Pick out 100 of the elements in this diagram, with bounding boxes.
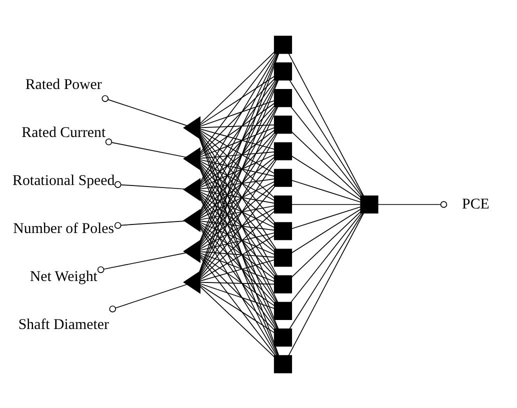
connector xyxy=(200,126,275,157)
node-box xyxy=(274,35,292,54)
connector xyxy=(200,190,275,228)
connector xyxy=(114,180,185,189)
connector xyxy=(109,283,188,312)
connector xyxy=(288,212,364,356)
connector xyxy=(200,180,275,218)
connector xyxy=(200,105,275,185)
connector xyxy=(200,52,276,153)
node-box xyxy=(274,88,292,107)
node-triangle xyxy=(183,239,200,262)
connector xyxy=(200,220,275,230)
connector xyxy=(200,75,275,125)
connector xyxy=(200,166,278,329)
connector xyxy=(288,52,364,196)
connector xyxy=(200,192,275,252)
connector xyxy=(200,158,275,176)
connector xyxy=(200,252,275,282)
node-box xyxy=(274,142,292,160)
connector xyxy=(102,94,188,126)
connector xyxy=(200,204,275,220)
node-box xyxy=(274,301,292,320)
node-text: PCE xyxy=(462,196,490,212)
connector xyxy=(200,78,275,154)
node-box xyxy=(274,168,292,186)
node-text: Net Weight xyxy=(30,268,98,284)
connector xyxy=(200,284,275,333)
connector xyxy=(200,258,275,281)
connector xyxy=(200,168,279,356)
node-text: Number of Poles xyxy=(13,220,114,236)
connector xyxy=(200,130,275,174)
connector xyxy=(291,155,362,200)
connector xyxy=(291,206,362,229)
connector xyxy=(200,256,276,356)
node-box xyxy=(274,354,292,373)
connector xyxy=(200,79,278,213)
connector xyxy=(200,102,275,156)
connector xyxy=(200,160,275,200)
node-box xyxy=(274,328,292,346)
connector xyxy=(200,162,275,225)
connector xyxy=(200,183,275,248)
connector xyxy=(105,138,187,158)
connector xyxy=(289,79,364,196)
connector xyxy=(290,212,362,302)
connector xyxy=(200,232,275,250)
connector xyxy=(200,154,275,188)
connector xyxy=(200,254,275,306)
node-box xyxy=(360,194,378,214)
connector xyxy=(291,130,362,198)
connector xyxy=(289,212,364,329)
node-text: Rotational Speed xyxy=(12,172,115,189)
connector xyxy=(200,222,275,279)
connector xyxy=(200,208,275,249)
connector xyxy=(200,106,278,244)
connector xyxy=(200,51,275,124)
connector xyxy=(200,79,276,184)
connector xyxy=(291,210,362,278)
node-triangle xyxy=(183,208,200,232)
connector xyxy=(200,52,278,182)
connector xyxy=(200,100,275,126)
connector xyxy=(291,208,362,253)
node-triangle xyxy=(183,146,200,170)
connector xyxy=(200,150,275,158)
connector xyxy=(200,52,278,212)
connector xyxy=(200,226,276,329)
connector xyxy=(200,106,276,214)
node-box xyxy=(274,62,292,80)
connector xyxy=(200,79,278,242)
connector xyxy=(97,252,187,273)
connector xyxy=(200,286,275,358)
connector xyxy=(200,234,275,280)
connector xyxy=(200,124,275,128)
connector xyxy=(200,224,275,304)
connector xyxy=(377,200,448,208)
connector xyxy=(200,178,275,189)
node-triangle xyxy=(183,116,200,139)
node-box xyxy=(274,222,292,240)
connector xyxy=(200,156,275,217)
connector xyxy=(200,282,275,308)
connector xyxy=(200,226,278,356)
connector xyxy=(200,189,275,204)
connector xyxy=(200,196,278,329)
connector xyxy=(200,128,275,150)
connector xyxy=(290,106,362,196)
node-box xyxy=(274,194,292,214)
node-box xyxy=(274,274,292,293)
node-triangle xyxy=(183,270,200,294)
connector xyxy=(200,222,275,254)
node-text: Rated Power xyxy=(25,76,102,93)
node-box xyxy=(274,115,292,134)
connector xyxy=(114,220,185,228)
connector xyxy=(291,179,362,202)
connector xyxy=(200,194,276,302)
connector xyxy=(200,129,275,186)
node-box xyxy=(274,248,292,266)
connector xyxy=(200,198,278,356)
node-triangle xyxy=(183,177,200,201)
connector xyxy=(200,255,275,330)
connector xyxy=(200,210,275,278)
connector xyxy=(200,131,275,198)
